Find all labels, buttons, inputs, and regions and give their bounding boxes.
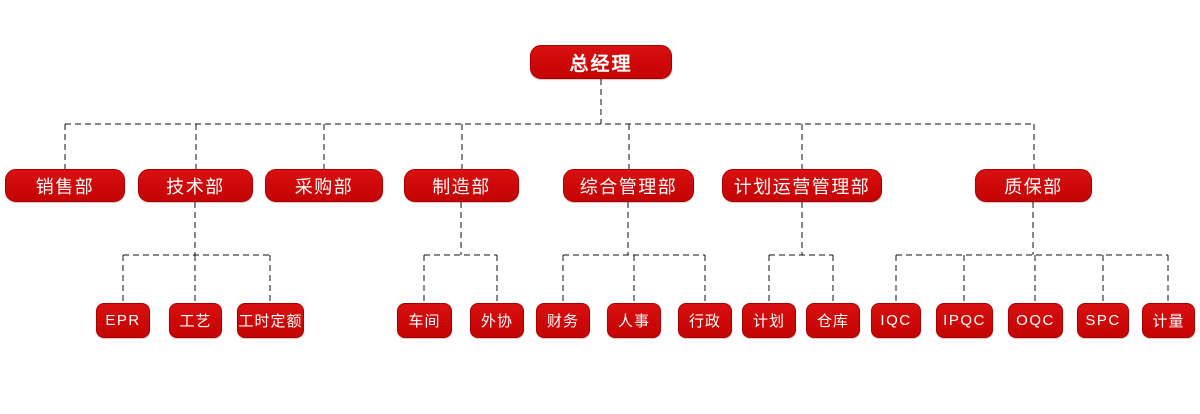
node-label: 销售部	[35, 176, 95, 197]
node-human-resources[interactable]: 人事	[607, 303, 661, 338]
node-planning-ops[interactable]: 计划运营管理部	[722, 169, 882, 202]
node-label: 质保部	[1004, 176, 1063, 197]
node-label: OQC	[1016, 312, 1055, 329]
node-label: 财务	[546, 313, 579, 330]
node-epr[interactable]: EPR	[96, 303, 150, 338]
node-label: 总经理	[569, 53, 633, 75]
node-spc[interactable]: SPC	[1077, 303, 1129, 338]
node-administration[interactable]: 行政	[678, 303, 732, 338]
node-label: 计量	[1152, 313, 1185, 330]
node-purchasing[interactable]: 采购部	[265, 169, 383, 202]
node-label: 综合管理部	[579, 176, 678, 197]
node-planning[interactable]: 计划	[742, 303, 796, 338]
node-label: 工艺	[179, 313, 212, 330]
node-label: 仓库	[816, 313, 849, 330]
node-quality[interactable]: 质保部	[975, 169, 1092, 202]
node-workshop[interactable]: 车间	[397, 303, 452, 338]
node-label: 人事	[617, 313, 650, 330]
node-label: 采购部	[294, 176, 354, 197]
node-outsourcing[interactable]: 外协	[470, 303, 524, 338]
node-finance[interactable]: 财务	[536, 303, 590, 338]
node-warehouse[interactable]: 仓库	[806, 303, 860, 338]
node-label: 行政	[688, 313, 721, 330]
node-oqc[interactable]: OQC	[1008, 303, 1063, 338]
node-general-mgmt[interactable]: 综合管理部	[563, 169, 694, 202]
node-label: 技术部	[166, 176, 225, 197]
node-sales[interactable]: 销售部	[5, 169, 125, 202]
node-label: 车间	[408, 313, 441, 330]
node-label: IQC	[880, 312, 912, 329]
node-technology[interactable]: 技术部	[138, 169, 253, 202]
node-label: 计划	[752, 313, 785, 330]
node-iqc[interactable]: IQC	[871, 303, 921, 338]
node-label: 制造部	[432, 176, 491, 197]
node-process[interactable]: 工艺	[169, 303, 222, 338]
node-label: SPC	[1085, 312, 1121, 329]
node-label: EPR	[105, 312, 141, 329]
node-label: 计划运营管理部	[733, 176, 871, 197]
node-work-hour-quota[interactable]: 工时定额	[237, 303, 304, 338]
node-label: 工时定额	[238, 313, 303, 330]
node-ipqc[interactable]: IPQC	[936, 303, 993, 338]
node-label: 外协	[480, 313, 513, 330]
node-label: IPQC	[943, 312, 986, 329]
node-general-manager[interactable]: 总经理	[530, 45, 672, 79]
node-manufacture[interactable]: 制造部	[404, 169, 519, 202]
node-metrology[interactable]: 计量	[1142, 303, 1195, 338]
